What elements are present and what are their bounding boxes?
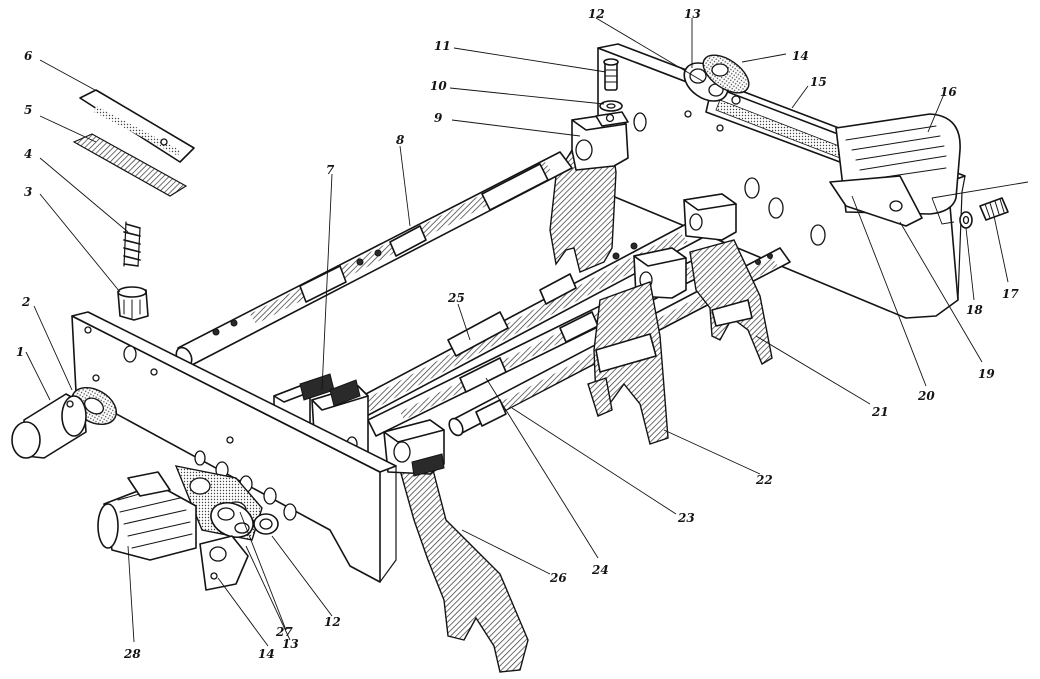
leader-25 bbox=[457, 303, 471, 341]
leader-27 bbox=[239, 511, 287, 631]
callout-11: 11 bbox=[434, 39, 451, 53]
callout-labels: 1 2 3 4 5 6 7 8 9 10 11 12 13 14 15 16 1… bbox=[16, 7, 1019, 661]
shift-fork-26 bbox=[383, 419, 529, 673]
bracket-leader-17-18 bbox=[931, 181, 1029, 225]
leader-12a bbox=[595, 17, 705, 83]
callout-24: 24 bbox=[591, 563, 609, 577]
shift-fork-21 bbox=[689, 239, 773, 366]
seal-ring-12 bbox=[253, 513, 279, 535]
screw-17 bbox=[979, 197, 1009, 221]
callout-6: 6 bbox=[24, 49, 33, 63]
leader-4 bbox=[39, 157, 129, 233]
cover-plate-6 bbox=[79, 89, 195, 163]
leader-28 bbox=[127, 545, 135, 643]
callout-19: 19 bbox=[978, 367, 995, 381]
gasket-5 bbox=[72, 133, 188, 197]
leader-10 bbox=[449, 87, 605, 105]
callout-15: 15 bbox=[810, 75, 827, 89]
shift-rail-8 bbox=[175, 151, 573, 368]
callout-12-bottom: 12 bbox=[324, 615, 341, 629]
leader-9 bbox=[451, 119, 581, 137]
leader-5 bbox=[39, 115, 97, 143]
cover-1 bbox=[11, 393, 87, 459]
leader-20 bbox=[851, 195, 927, 387]
leader-1 bbox=[25, 351, 51, 401]
leader-3 bbox=[39, 193, 121, 293]
callout-27: 27 bbox=[275, 625, 293, 639]
leader-24 bbox=[485, 377, 599, 559]
callout-23: 23 bbox=[677, 511, 695, 525]
callout-3: 3 bbox=[24, 185, 32, 199]
leader-6 bbox=[39, 59, 107, 97]
leader-7 bbox=[321, 173, 333, 391]
leader-16 bbox=[927, 93, 945, 133]
callout-13-bottom: 13 bbox=[282, 637, 299, 651]
callout-17: 17 bbox=[1002, 287, 1019, 301]
callout-14-bottom: 14 bbox=[258, 647, 275, 661]
callout-9: 9 bbox=[434, 111, 443, 125]
leader-14b bbox=[217, 577, 269, 647]
bolt-11 bbox=[603, 58, 619, 91]
shift-fork-22 bbox=[587, 281, 669, 445]
leader-13b bbox=[245, 545, 291, 641]
callout-1: 1 bbox=[16, 345, 24, 359]
callout-8: 8 bbox=[396, 133, 405, 147]
rear-cylinder-housing-16 bbox=[829, 113, 961, 227]
spring-4 bbox=[123, 221, 141, 267]
leader-18 bbox=[965, 227, 975, 301]
callout-21: 21 bbox=[871, 405, 889, 419]
leader-17 bbox=[993, 215, 1009, 283]
callout-18: 18 bbox=[966, 303, 983, 317]
selector-block-upper bbox=[683, 193, 737, 241]
callout-10: 10 bbox=[430, 79, 447, 93]
callout-22: 22 bbox=[755, 473, 773, 487]
callout-20: 20 bbox=[917, 389, 935, 403]
cylinder-housing-28 bbox=[97, 471, 197, 561]
washer-18 bbox=[959, 211, 973, 229]
leader-22 bbox=[663, 429, 761, 475]
selector-block-middle bbox=[633, 247, 687, 299]
callout-25: 25 bbox=[447, 291, 465, 305]
leader-12b bbox=[271, 535, 333, 617]
callout-14-top: 14 bbox=[792, 49, 809, 63]
nut-10 bbox=[599, 100, 623, 112]
rear-beam-holes bbox=[633, 110, 826, 246]
leader-21 bbox=[755, 335, 871, 405]
callout-16: 16 bbox=[940, 85, 957, 99]
leader-11 bbox=[453, 47, 607, 73]
leader-lines bbox=[25, 17, 1009, 647]
leader-19 bbox=[899, 221, 983, 363]
shift-fork-9 bbox=[549, 111, 629, 273]
leader-26 bbox=[461, 529, 551, 575]
leader-23 bbox=[511, 407, 677, 515]
callout-13-top: 13 bbox=[684, 7, 701, 21]
callout-5: 5 bbox=[24, 103, 32, 117]
callout-7: 7 bbox=[326, 163, 335, 177]
callout-12-top: 12 bbox=[588, 7, 605, 21]
leader-15 bbox=[791, 85, 809, 109]
callout-28: 28 bbox=[123, 647, 141, 661]
gasket-14 bbox=[199, 535, 249, 591]
plug-3 bbox=[117, 286, 149, 321]
callout-4: 4 bbox=[24, 147, 32, 161]
callout-2: 2 bbox=[21, 295, 30, 309]
leader-8 bbox=[399, 145, 411, 227]
leader-2 bbox=[33, 305, 73, 391]
leader-14a bbox=[741, 53, 787, 63]
rear-gasket-14 bbox=[702, 54, 750, 94]
callout-26: 26 bbox=[549, 571, 567, 585]
